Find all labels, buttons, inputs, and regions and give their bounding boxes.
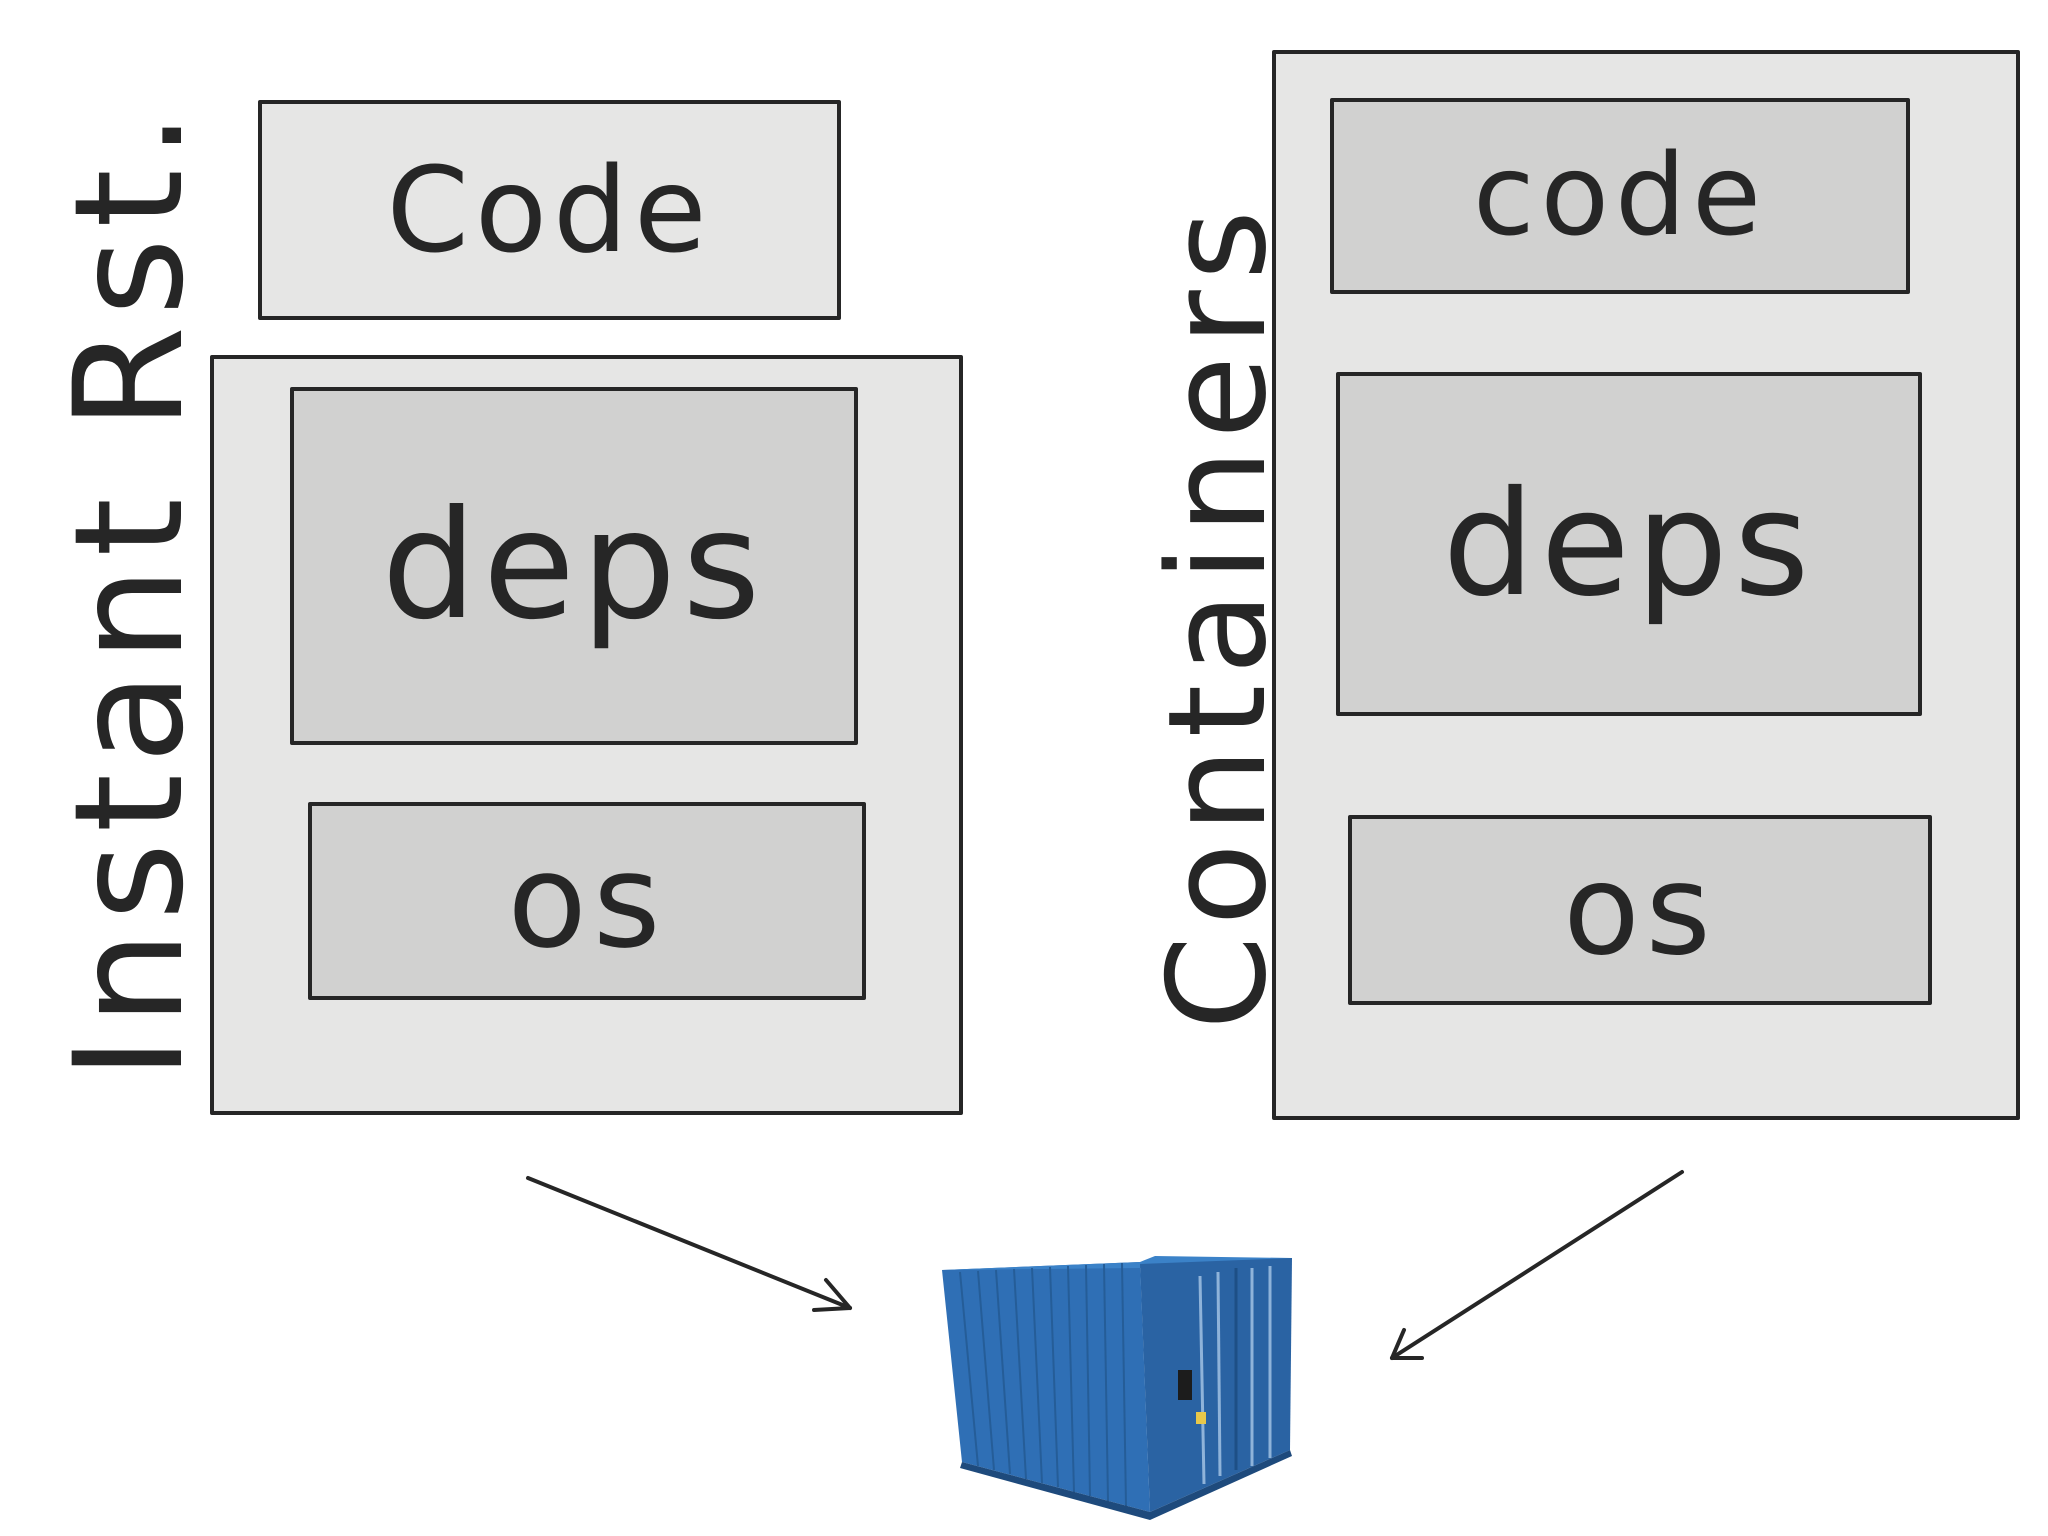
left-code-box: Code [258,100,841,320]
right-os-label: os [1563,837,1717,983]
right-code-label: code [1472,131,1768,261]
shipping-container-icon [942,1256,1292,1520]
right-arrow [1390,1170,1684,1360]
right-deps-box: deps [1336,372,1922,716]
left-deps-label: deps [381,479,767,653]
left-deps-box: deps [290,387,858,745]
right-deps-label: deps [1442,459,1816,629]
left-os-label: os [507,825,667,977]
left-os-box: os [308,802,866,1000]
right-os-box: os [1348,815,1932,1005]
right-code-box: code [1330,98,1910,294]
left-code-label: Code [386,141,713,279]
left-arrow [526,1176,852,1312]
